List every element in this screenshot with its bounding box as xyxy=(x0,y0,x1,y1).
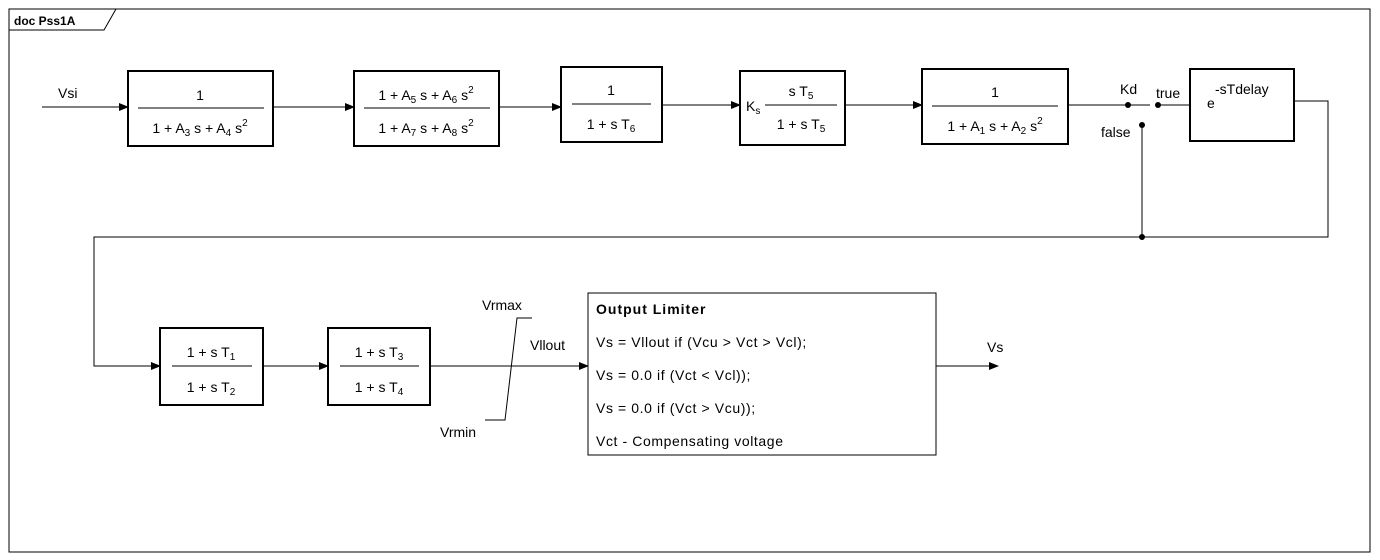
lead-lag-2-numerator: 1 + s T3 xyxy=(355,344,404,363)
filter-2-numerator: 1 + A5 s + A6 s2 xyxy=(378,85,474,106)
lead-lag-1-denominator: 1 + s T2 xyxy=(187,379,236,398)
kd-label: Kd xyxy=(1120,81,1137,97)
limiter-rule-3: Vs = 0.0 if (Vct > Vcu)); xyxy=(596,400,756,416)
filter-3-numerator: 1 xyxy=(991,84,999,100)
limiter-note: Vct - Compensating voltage xyxy=(596,433,784,449)
washout-block: Ks s T5 1 + s T5 xyxy=(739,70,846,146)
output-limiter-block: Output Limiter Vs = Vllout if (Vcu > Vct… xyxy=(587,292,937,456)
filter-3-denominator: 1 + A1 s + A2 s2 xyxy=(947,116,1043,137)
output-signal-label: Vs xyxy=(987,339,1003,355)
vrmax-label: Vrmax xyxy=(482,297,522,313)
delay-base: e xyxy=(1207,95,1215,111)
output-limiter-title: Output Limiter xyxy=(596,301,706,317)
lag-t6-numerator: 1 xyxy=(607,82,615,98)
frame-tab-label: doc Pss1A xyxy=(14,14,76,28)
diagram-frame xyxy=(8,8,1371,553)
frame-tab xyxy=(9,8,117,31)
switch-false-label: false xyxy=(1101,124,1131,140)
filter-2-denominator: 1 + A7 s + A8 s2 xyxy=(378,118,474,139)
lead-lag-2-block: 1 + s T3 1 + s T4 xyxy=(327,327,431,406)
lead-lag-2-denominator: 1 + s T4 xyxy=(355,379,404,398)
washout-denominator: 1 + s T5 xyxy=(777,116,826,135)
lag-t6-block: 1 1 + s T6 xyxy=(560,66,663,143)
washout-numerator: s T5 xyxy=(789,83,814,102)
filter-1-block: 1 1 + A3 s + A4 s2 xyxy=(127,70,274,147)
lead-lag-1-block: 1 + s T1 1 + s T2 xyxy=(159,327,264,406)
filter-3-block: 1 1 + A1 s + A2 s2 xyxy=(921,68,1069,145)
washout-gain: Ks xyxy=(746,98,760,117)
lead-lag-1-numerator: 1 + s T1 xyxy=(187,344,236,363)
lag-t6-denominator: 1 + s T6 xyxy=(587,116,636,135)
switch-true-label: true xyxy=(1156,85,1180,101)
filter-1-denominator: 1 + A3 s + A4 s2 xyxy=(152,118,248,139)
wire-return xyxy=(93,236,1142,370)
delay-block: e -sTdelay xyxy=(1189,68,1295,142)
vrmin-label: Vrmin xyxy=(440,424,476,440)
filter-1-numerator: 1 xyxy=(196,87,204,103)
limiter-symbol xyxy=(485,317,532,421)
limiter-rule-1: Vs = Vllout if (Vcu > Vct > Vcl); xyxy=(596,334,807,350)
filter-2-block: 1 + A5 s + A6 s2 1 + A7 s + A8 s2 xyxy=(353,70,500,147)
limiter-rule-2: Vs = 0.0 if (Vct < Vcl)); xyxy=(596,367,751,383)
delay-exponent: -sTdelay xyxy=(1215,81,1269,97)
input-signal-label: Vsi xyxy=(58,85,77,101)
vllout-label: Vllout xyxy=(530,337,565,353)
wire-delay-out xyxy=(1142,100,1329,238)
